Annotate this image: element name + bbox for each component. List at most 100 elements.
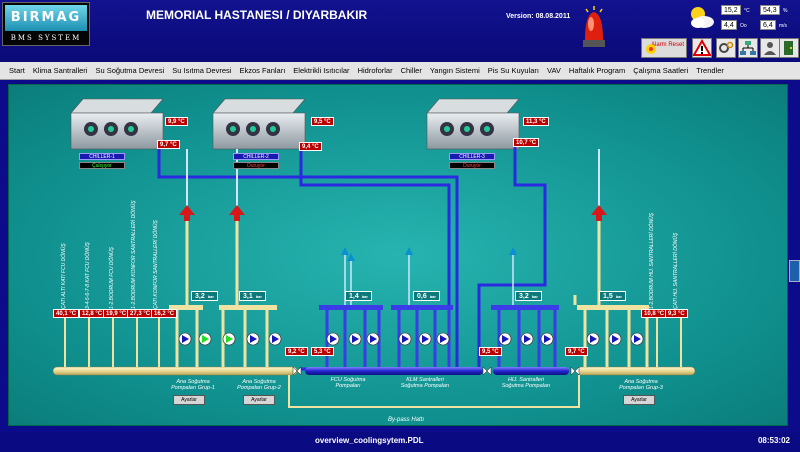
chiller-3-name[interactable]: CHILLER-3 bbox=[449, 153, 495, 160]
zone-supply-arrows bbox=[341, 247, 517, 261]
main-collector-pipe-left bbox=[52, 366, 298, 376]
current-page-file: overview_coolingsytem.PDL bbox=[315, 436, 424, 445]
collector-temp-3: 9,5 °C bbox=[479, 347, 502, 356]
chiller-1-status: Çalışıyor bbox=[79, 162, 125, 169]
chiller-3-status: Duruyor bbox=[449, 162, 495, 169]
menu-start[interactable]: Start bbox=[9, 66, 25, 75]
menu-ekzos-fanlari[interactable]: Ekzos Fanları bbox=[239, 66, 286, 75]
outdoor-humidity-value: 54,3 bbox=[760, 5, 780, 15]
header-bar: BIRMAG BMS SYSTEM MEMORIAL HASTANESI / D… bbox=[0, 0, 800, 62]
logo-subtitle: BMS SYSTEM bbox=[10, 34, 82, 42]
exit-button[interactable] bbox=[779, 38, 799, 58]
bypass-pipe bbox=[288, 375, 580, 408]
circuit-temp-1: 40,1 °C bbox=[53, 309, 80, 318]
circuit-label-cati-hij: ÇATI HIJ. SANTRALLERİ DÖNÜŞ bbox=[673, 232, 679, 309]
circuit-label-bodrum-konfor: 1-2.BODRUM KONFOR SANTRALLERİ DÖNÜŞ bbox=[131, 200, 137, 309]
menu-pis-su-kuyulari[interactable]: Pis Su Kuyuları bbox=[487, 66, 540, 75]
flow-arrows bbox=[179, 205, 607, 221]
alarm-beacon-icon[interactable] bbox=[580, 4, 608, 48]
wind-speed-unit: m/s bbox=[779, 23, 788, 29]
chiller-2-unit[interactable] bbox=[212, 98, 306, 150]
menu-vav[interactable]: VAV bbox=[547, 66, 561, 75]
status-bar: overview_coolingsytem.PDL 08:53:02 bbox=[0, 432, 800, 452]
circuit-temp-hij-bodrum: 10,8 °C bbox=[641, 309, 668, 318]
weather-sun-cloud-icon bbox=[691, 7, 714, 28]
birmag-logo: BIRMAG BMS SYSTEM bbox=[2, 2, 90, 46]
circuit-temp-3: 19,9 °C bbox=[103, 309, 130, 318]
chiller-2-temp-out: 9,4 °C bbox=[299, 142, 322, 151]
group-label-ana-grup-3: Ana Soğutma Pompaları Grup-3 bbox=[619, 379, 663, 391]
outdoor-humidity-unit: % bbox=[783, 8, 788, 14]
circuit-label-bodrum-hij: 1-2.BODRUM HIJ. SANTRALLERİ DÖNÜŞ bbox=[649, 212, 655, 309]
chiller-1-unit[interactable] bbox=[70, 98, 164, 150]
side-panel-handle[interactable] bbox=[789, 260, 800, 282]
menu-su-isitma-devresi[interactable]: Su Isıtma Devresi bbox=[172, 66, 232, 75]
wind-direction-value: 4,4 bbox=[721, 20, 737, 30]
settings-button-group-2[interactable]: Ayarlar bbox=[243, 395, 275, 405]
bypass-line-label: By-pass Hattı bbox=[388, 417, 425, 423]
circuit-label-cati-konfor: ÇATI KONFOR SANTRALLERİ DÖNÜŞ bbox=[153, 220, 159, 309]
supply-lines bbox=[186, 149, 600, 215]
menu-su-sogutma-devresi[interactable]: Su Soğutma Devresi bbox=[95, 66, 165, 75]
chiller-3-temp-out: 10,7 °C bbox=[513, 138, 540, 147]
user-button[interactable] bbox=[760, 38, 780, 58]
collector-valves[interactable] bbox=[292, 366, 580, 376]
collector-temp-1: 9,2 °C bbox=[285, 347, 308, 356]
chiller-1-name[interactable]: CHILLER-1 bbox=[79, 153, 125, 160]
left-circuit-lines bbox=[64, 311, 682, 367]
cooling-system-schematic: 9,9 °C 9,7 °C CHILLER-1 Çalışıyor 9,5 °C… bbox=[8, 84, 788, 426]
pumps[interactable] bbox=[178, 332, 644, 346]
network-icon bbox=[740, 41, 756, 55]
warning-button[interactable] bbox=[692, 38, 712, 58]
group-label-ana-grup-2: Ana Soğutma Pompaları Grup-2 bbox=[237, 379, 281, 391]
version-label: Version: 08.08.2011 bbox=[506, 13, 571, 20]
circuit-label-3-8-kat-fcu: 3-4-5-6-7-8 KAT FCU DÖNÜŞ bbox=[85, 242, 91, 309]
circuit-temp-hij-cati: 9,3 °C bbox=[665, 309, 688, 318]
pipe-diagram bbox=[52, 98, 696, 408]
warning-triangle-icon bbox=[692, 38, 712, 56]
chiller-1-temp-out: 9,7 °C bbox=[157, 140, 180, 149]
alarm-reset-label: Alarm Reset bbox=[650, 42, 684, 48]
circuit-label-bodrum-fcu: 1-2.BODRUM FCU DÖNÜŞ bbox=[109, 247, 115, 309]
chiller-2-name[interactable]: CHILLER-2 bbox=[233, 153, 279, 160]
settings-button[interactable] bbox=[716, 38, 736, 58]
settings-button-group-1[interactable]: Ayarlar bbox=[173, 395, 205, 405]
main-collector-pipe-right bbox=[576, 366, 696, 376]
circuit-temp-2: 12,8 °C bbox=[79, 309, 106, 318]
chiller-2-temp-in: 9,5 °C bbox=[311, 117, 334, 126]
chiller-3-temp-in: 11,3 °C bbox=[523, 117, 549, 126]
network-button[interactable] bbox=[738, 38, 758, 58]
menu-hidroforlar[interactable]: Hidroforlar bbox=[357, 66, 393, 75]
outdoor-temp-unit: °C bbox=[744, 8, 750, 14]
collector-temp-4: 9,7 °C bbox=[565, 347, 588, 356]
group-label-klm: KLM Santralleri Soğutma Pompaları bbox=[400, 377, 450, 389]
group-label-fcu: FCU Soğutma Pompaları bbox=[330, 377, 366, 389]
menu-yangin-sistemi[interactable]: Yangın Sistemi bbox=[429, 66, 480, 75]
menu-klima-santralleri[interactable]: Klima Santralleri bbox=[32, 66, 88, 75]
menu-elektrikli-isiticilar[interactable]: Elektrikli Isıtıcılar bbox=[293, 66, 350, 75]
page-title: MEMORIAL HASTANESI / DIYARBAKIR bbox=[146, 8, 368, 22]
alarm-bell-icon bbox=[646, 44, 656, 54]
menu-chiller[interactable]: Chiller bbox=[400, 66, 422, 75]
chiller-3-unit[interactable] bbox=[426, 98, 520, 150]
main-collector-pipe-middle bbox=[305, 367, 483, 375]
group-label-hij: HIJ. Santralleri Soğutma Pompaları bbox=[501, 377, 551, 389]
menu-calisma-saatleri[interactable]: Çalışma Saatleri bbox=[633, 66, 689, 75]
main-collector-pipe-hij bbox=[493, 367, 569, 375]
wind-direction-unit: Oo bbox=[740, 23, 747, 29]
user-gear-icon bbox=[764, 42, 776, 55]
settings-button-group-3[interactable]: Ayarlar bbox=[623, 395, 655, 405]
chiller-1-temp-in: 9,9 °C bbox=[165, 117, 188, 126]
gears-icon bbox=[719, 41, 734, 53]
alarm-reset-button[interactable]: Alarm Reset bbox=[641, 38, 687, 58]
collector-temp-2: 5,3 °C bbox=[311, 347, 334, 356]
menu-trendler[interactable]: Trendler bbox=[696, 66, 724, 75]
group-label-ana-grup-1: Ana Soğutma Pompaları Grup-1 bbox=[171, 379, 215, 391]
menu-haftalik-program[interactable]: Haftalık Program bbox=[568, 66, 626, 75]
pump-group-right-header bbox=[577, 305, 649, 367]
